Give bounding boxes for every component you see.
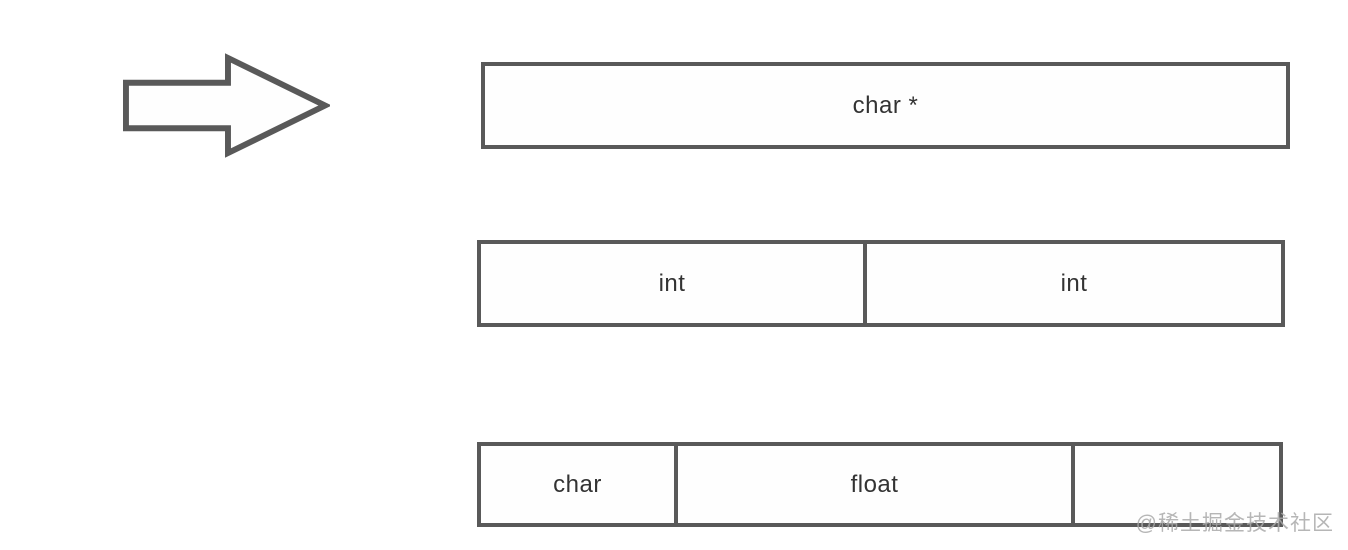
right-arrow-icon [122, 53, 330, 158]
cell-label: char [553, 470, 602, 498]
cell-label: float [850, 470, 899, 498]
memory-cell-float: float [674, 442, 1075, 527]
memory-cell-char-ptr: char * [481, 62, 1290, 149]
watermark-text: @稀土掘金技术社区 [1135, 512, 1334, 535]
memory-cell-int-2: int [863, 240, 1285, 327]
memory-cell-char: char [477, 442, 678, 527]
memory-row-pointer: char * [481, 62, 1290, 149]
cell-label: char * [852, 91, 919, 119]
cell-label: int [1060, 269, 1088, 297]
memory-row-mixed: char float [477, 442, 1283, 527]
memory-cell-int-1: int [477, 240, 867, 327]
memory-cell-padding [1071, 442, 1283, 527]
memory-row-ints: int int [477, 240, 1285, 327]
cell-label: int [658, 269, 686, 297]
